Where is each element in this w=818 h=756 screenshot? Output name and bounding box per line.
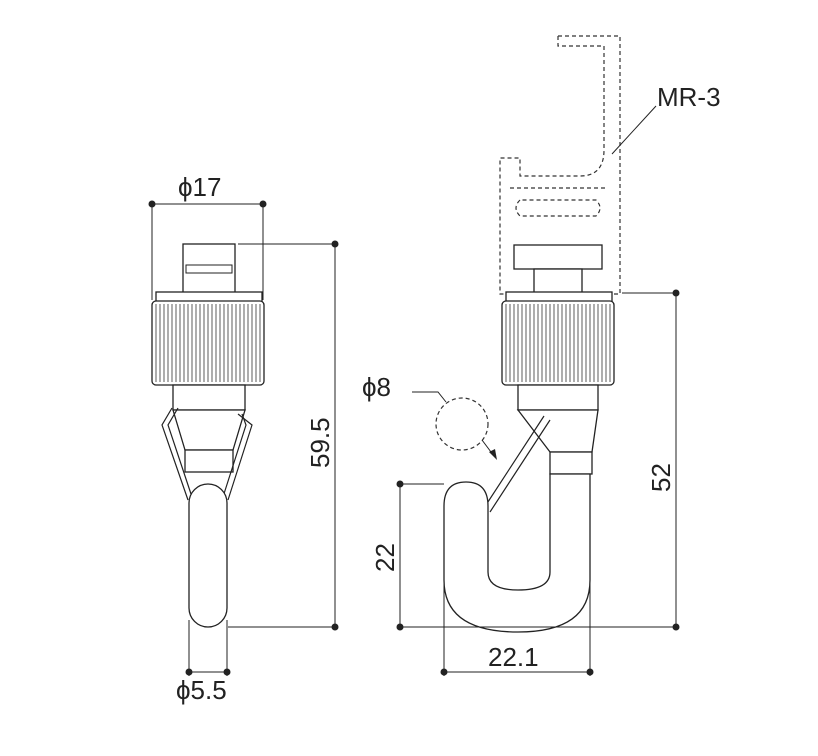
right-taper (516, 409, 599, 453)
left-hook (188, 483, 228, 628)
label-59-5: 59.5 (305, 417, 335, 468)
left-cap-band (185, 264, 233, 274)
right-clip-wire (483, 415, 551, 513)
right-knurl-lines (505, 304, 611, 382)
left-view: ϕ17 59.5 ϕ5.5 (148, 172, 339, 705)
rail-mr3-inner (510, 187, 608, 217)
label-mr3: MR-3 (657, 82, 721, 112)
leader-mr3 (611, 105, 657, 155)
left-clip-left (161, 407, 189, 501)
left-neck (184, 449, 234, 473)
label-22-1: 22.1 (488, 642, 539, 672)
right-view: MR-3 ϕ8 52 22 (362, 35, 721, 676)
left-clip-right (227, 413, 253, 501)
right-runner-stem (533, 268, 583, 294)
label-52: 52 (646, 463, 676, 492)
left-taper (172, 409, 246, 451)
left-knurl-lines (155, 304, 261, 382)
wire-section-circle (435, 397, 489, 451)
right-runner (513, 244, 603, 270)
left-lower-body (172, 384, 246, 411)
leader-phi8 (412, 391, 447, 403)
right-neck (549, 451, 593, 475)
right-lower-body (517, 384, 599, 411)
right-hook (443, 473, 591, 633)
arrow-head-phi8 (489, 449, 497, 460)
label-phi-17: ϕ17 (178, 172, 221, 202)
left-clip-right-inner (221, 413, 247, 501)
label-22: 22 (370, 543, 400, 572)
left-clip-left-inner (167, 407, 194, 501)
label-phi-5-5: ϕ5.5 (176, 675, 227, 705)
label-phi-8: ϕ8 (362, 372, 391, 402)
